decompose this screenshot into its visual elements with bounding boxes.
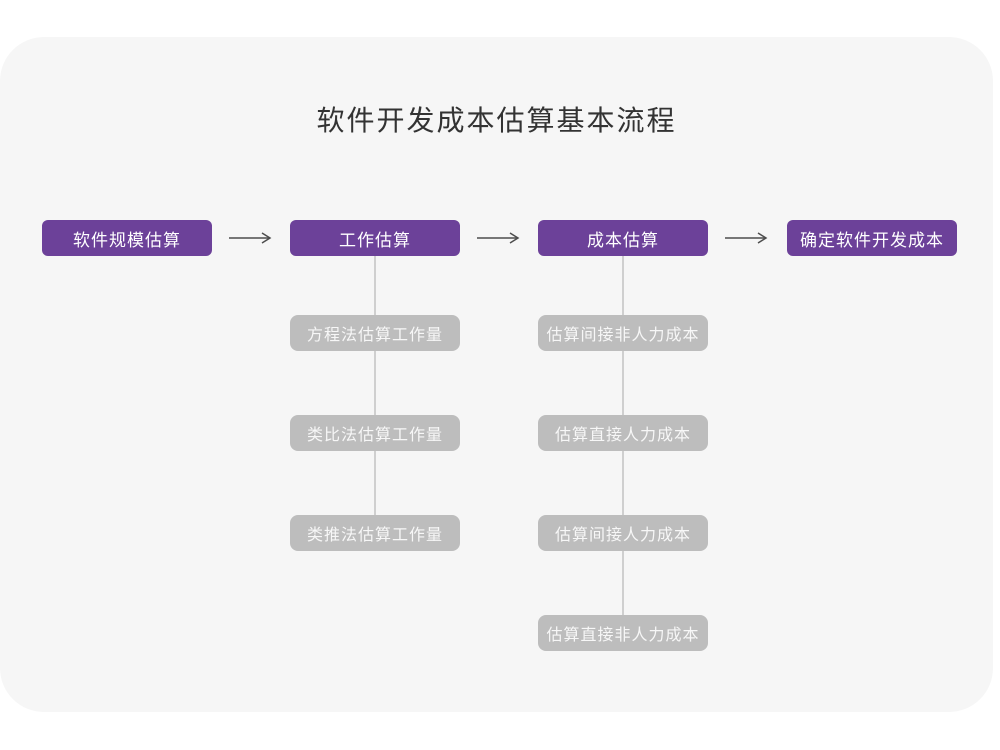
- stage-label: 软件规模估算: [73, 230, 181, 250]
- stage-label: 成本估算: [587, 230, 659, 250]
- stage-node-software-size-estimation[interactable]: 软件规模估算: [42, 220, 212, 256]
- sub-node-direct-labor-cost[interactable]: 估算直接人力成本: [538, 415, 708, 451]
- sub-node-label: 估算间接人力成本: [554, 527, 691, 544]
- arrow-right-icon: [725, 232, 768, 244]
- sub-node-direct-nonlabor-cost[interactable]: 估算直接非人力成本: [538, 615, 708, 651]
- stage-label: 确定软件开发成本: [800, 230, 944, 250]
- sub-node-equation-method[interactable]: 方程法估算工作量: [290, 315, 460, 351]
- sub-node-analogy-method[interactable]: 类比法估算工作量: [290, 415, 460, 451]
- sub-node-indirect-nonlabor-cost[interactable]: 估算间接非人力成本: [538, 315, 708, 351]
- arrow-right-icon: [477, 232, 520, 244]
- sub-node-label: 估算直接人力成本: [554, 427, 691, 444]
- sub-node-extrapolation-method[interactable]: 类推法估算工作量: [290, 515, 460, 551]
- stage-node-determine-dev-cost[interactable]: 确定软件开发成本: [787, 220, 957, 256]
- sub-node-label: 估算直接非人力成本: [546, 627, 700, 644]
- stage-node-cost-estimation[interactable]: 成本估算: [538, 220, 708, 256]
- sub-node-label: 方程法估算工作量: [306, 327, 443, 344]
- sub-node-label: 估算间接非人力成本: [546, 327, 700, 344]
- diagram-title: 软件开发成本估算基本流程: [316, 105, 677, 136]
- stage-node-work-estimation[interactable]: 工作估算: [290, 220, 460, 256]
- sub-node-label: 类比法估算工作量: [306, 427, 443, 444]
- stage-label: 工作估算: [339, 230, 411, 250]
- connector-line-work-estimation: [374, 256, 376, 533]
- arrow-right-icon: [229, 232, 272, 244]
- sub-node-indirect-labor-cost[interactable]: 估算间接人力成本: [538, 515, 708, 551]
- diagram-canvas: 软件开发成本估算基本流程 软件规模估算 工作估算 成本估算 确定软件开发成本 方…: [0, 37, 993, 712]
- sub-node-label: 类推法估算工作量: [306, 527, 443, 544]
